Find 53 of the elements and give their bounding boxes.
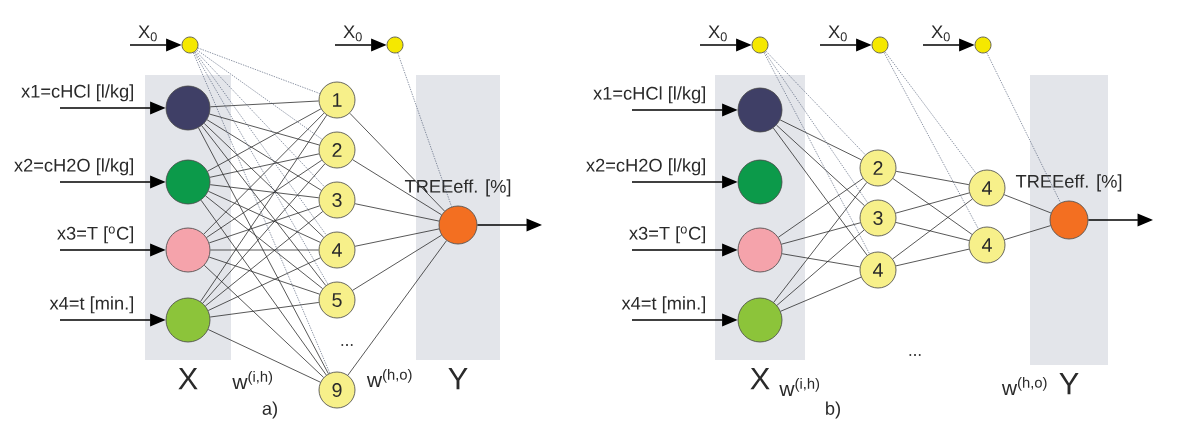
- edge-label: X$_{0}$: [343, 25, 362, 42]
- text-label: b): [826, 401, 840, 419]
- edge-label: x2=cH2O [l/kg]: [586, 158, 705, 176]
- text-label: ...: [909, 354, 921, 356]
- node-label: TREEeff. [%]: [404, 179, 511, 197]
- edge-label: x1=cHCl [l/kg]: [593, 86, 705, 104]
- text-label: a): [262, 401, 277, 419]
- input-neuron: [165, 159, 211, 205]
- edge-label: x1=cHCl [l/kg]: [21, 84, 133, 102]
- input-neuron: [737, 297, 783, 343]
- input-neuron: [165, 297, 211, 343]
- edge-label: x3=T [$^{o}$C]: [57, 226, 133, 244]
- hidden-neuron: 3: [859, 199, 897, 237]
- input-neuron: [737, 227, 783, 273]
- input-neuron: [165, 227, 211, 273]
- hidden-neuron: 5: [318, 281, 356, 319]
- edge-label: x4=t [min.]: [49, 296, 133, 314]
- input-neuron: [165, 85, 211, 131]
- hidden-neuron: 3: [318, 181, 356, 219]
- hidden-neuron: 4: [968, 226, 1006, 264]
- bias-neuron: [974, 36, 992, 54]
- hidden-neuron: 9: [318, 371, 356, 409]
- hidden-neuron: 2: [318, 131, 356, 169]
- input-neuron: [737, 87, 783, 133]
- edge-label: x4=t [min.]: [621, 296, 705, 314]
- edge-label: X$_{0}$: [138, 25, 157, 42]
- edge-label: x3=T [$^{o}$C]: [629, 226, 705, 244]
- text-label: w$^{(i,h)}$: [779, 378, 820, 397]
- edge-label: x2=cH2O [l/kg]: [14, 158, 133, 176]
- edge-label: X$_{0}$: [708, 25, 727, 42]
- node-label: Y: [448, 368, 468, 390]
- output-neuron: TREEeff. [%]: [404, 179, 511, 245]
- text-label: ...: [341, 344, 353, 346]
- hidden-neuron: 4: [968, 169, 1006, 207]
- bias-neuron: [386, 36, 404, 54]
- edge-label: X$_{0}$: [931, 25, 950, 42]
- bias-neuron: [871, 36, 889, 54]
- text-label: w$^{(h,o)}$: [1001, 377, 1047, 396]
- hidden-neuron: 4: [859, 251, 897, 289]
- input-neuron: [737, 159, 783, 205]
- hidden-neuron: 4: [318, 231, 356, 269]
- bias-neuron: [181, 36, 199, 54]
- node-label: TREEeff. [%]: [1015, 174, 1122, 192]
- node-label: X: [750, 368, 770, 390]
- text-label: w$^{(h,o)}$: [366, 369, 412, 388]
- node-label: X: [178, 368, 198, 390]
- output-neuron: TREEeff. [%]: [1015, 174, 1122, 240]
- text-label: w$^{(i,h)}$: [232, 371, 273, 390]
- hidden-neuron: 1: [318, 81, 356, 119]
- edge-label: X$_{0}$: [828, 25, 847, 42]
- bias-neuron: [751, 36, 769, 54]
- hidden-neuron: 2: [859, 149, 897, 187]
- node-label: Y: [1059, 373, 1079, 395]
